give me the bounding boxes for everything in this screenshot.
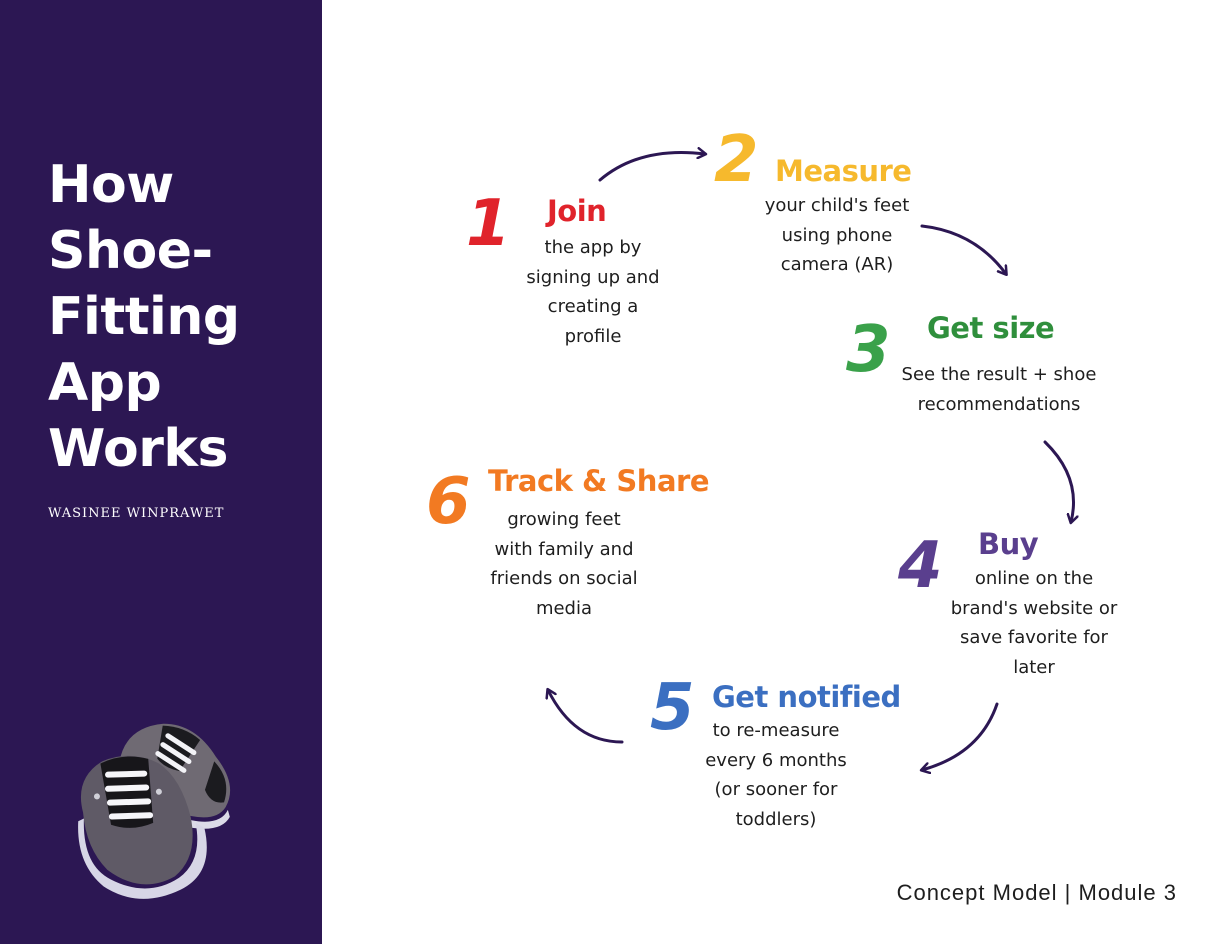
step-4-number: 4	[898, 529, 943, 603]
desc-line: recommendations	[917, 393, 1081, 415]
desc-line: camera (AR)	[780, 254, 894, 275]
desc-line: to re-measure	[712, 720, 840, 741]
desc-line: with family and	[494, 538, 634, 560]
desc-line: every 6 months	[705, 749, 847, 771]
desc-line: brand's website or	[950, 597, 1118, 619]
step-6-description: growing feet with family and friends on …	[478, 505, 650, 623]
arrow-5-to-6	[548, 690, 624, 744]
step-4-title: Buy	[978, 527, 1039, 561]
title-line: Fitting	[48, 287, 240, 347]
title-line: How	[48, 155, 174, 215]
desc-line: (or sooner for	[714, 779, 838, 800]
step-3-number: 3	[846, 313, 891, 387]
step-5-description: to re-measure every 6 months (or sooner …	[696, 716, 856, 834]
baby-sneakers-image	[78, 723, 231, 899]
sidebar: How Shoe- Fitting App Works WASINEE WINP…	[0, 0, 322, 944]
step-2-title: Measure	[775, 154, 912, 188]
desc-line: See the result + shoe	[901, 364, 1097, 385]
step-1-description: the app by signing up and creating a pro…	[514, 233, 672, 351]
page-title: How Shoe- Fitting App Works	[48, 152, 318, 482]
step-1-number: 1	[466, 187, 511, 261]
desc-line: signing up and	[526, 266, 660, 288]
step-6-number: 6	[426, 465, 471, 539]
arrow-1-to-2	[598, 152, 705, 182]
desc-line: using phone	[781, 224, 893, 246]
step-4-description: online on the brand's website or save fa…	[940, 564, 1128, 682]
footer-caption: Concept Model | Module 3	[896, 880, 1177, 905]
desc-line: profile	[564, 325, 622, 347]
title-line: Works	[48, 419, 228, 479]
step-2-description: your child's feet using phone camera (AR…	[752, 191, 922, 280]
desc-line: growing feet	[507, 509, 621, 530]
desc-line: friends on social	[490, 568, 638, 589]
step-5-number: 5	[650, 671, 695, 745]
desc-line: creating a	[547, 296, 639, 317]
title-line: App	[48, 353, 162, 413]
desc-line: online on the	[974, 568, 1094, 589]
desc-line: the app by	[544, 237, 642, 258]
title-line: Shoe-	[48, 221, 213, 281]
step-1-title: Join	[547, 194, 607, 228]
desc-line: later	[1013, 656, 1055, 678]
step-5-title: Get notified	[712, 680, 901, 714]
step-3-title: Get size	[927, 311, 1055, 345]
author-name: WASINEE WINPRAWET	[48, 506, 225, 521]
step-6-title: Track & Share	[488, 464, 710, 498]
desc-line: your child's feet	[764, 195, 910, 216]
desc-line: toddlers)	[735, 808, 817, 830]
desc-line: media	[535, 597, 593, 619]
step-3-description: See the result + shoe recommendations	[893, 360, 1105, 419]
step-2-number: 2	[714, 123, 759, 197]
arrow-4-to-5	[922, 702, 999, 770]
desc-line: save favorite for	[960, 627, 1108, 648]
arrow-3-to-4	[1043, 440, 1074, 522]
arrow-2-to-3	[920, 224, 1006, 274]
